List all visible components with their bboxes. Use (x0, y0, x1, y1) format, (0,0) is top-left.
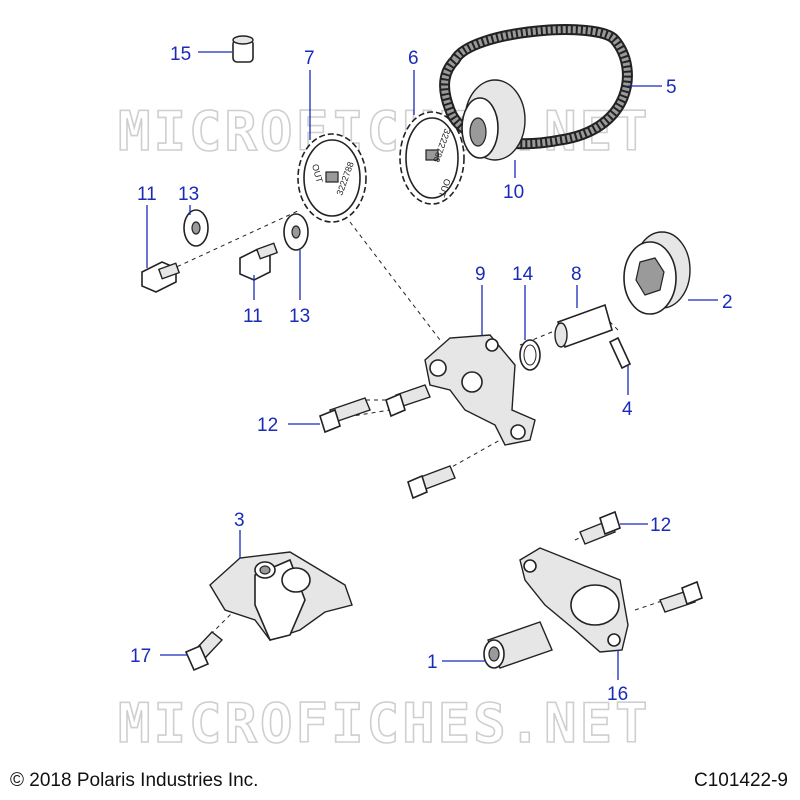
callout-4: 4 (622, 399, 633, 420)
callout-14: 14 (512, 264, 534, 285)
cover-bolt-12d (579, 510, 621, 545)
housing-bolt-12c (407, 465, 456, 500)
housing-bolt-12b (385, 384, 431, 418)
callout-13-left: 13 (178, 184, 199, 205)
callout-9: 9 (475, 264, 486, 285)
copyright-notice: © 2018 Polaris Industries Inc. (10, 770, 259, 791)
callout-12-right: 12 (650, 515, 671, 536)
callout-8: 8 (571, 264, 582, 285)
flange-bolt-11b (239, 242, 279, 281)
callout-labels: 15 7 6 5 10 11 13 11 13 9 14 8 2 4 12 12… (130, 44, 733, 705)
callout-3: 3 (234, 510, 245, 531)
o-ring-14 (519, 339, 541, 371)
flange-bolt-11a (141, 261, 181, 293)
pump-rotor-2 (623, 231, 691, 315)
tensioner-bolt-17 (184, 631, 224, 672)
tensioner-housing-3 (209, 551, 353, 641)
oil-pump-housing-9 (424, 334, 536, 446)
callout-11-right: 11 (243, 306, 263, 327)
tensioner-cover-16 (519, 547, 629, 653)
dowel-pin-15 (232, 35, 254, 63)
sprocket-7-side-marking: OUT (310, 163, 325, 184)
callout-1: 1 (427, 652, 438, 673)
callout-10: 10 (503, 182, 524, 203)
callout-11-left: 11 (137, 184, 157, 205)
pump-shaft-8 (554, 303, 613, 349)
callout-7: 7 (304, 48, 315, 69)
cover-bolt-12e (659, 580, 703, 613)
callout-2: 2 (722, 292, 733, 313)
drive-pin-4 (608, 336, 632, 370)
callout-13-right: 13 (289, 306, 310, 327)
callout-17: 17 (130, 646, 151, 667)
housing-bolt-12a (319, 397, 371, 434)
callout-6: 6 (408, 48, 419, 69)
chain-roller-10 (461, 79, 526, 161)
callout-5: 5 (666, 77, 677, 98)
washer-13b (283, 213, 309, 251)
sprocket-6: 3222788 OUT (399, 111, 465, 205)
chain-5 (439, 24, 633, 150)
drawing-id: C101422-9 (693, 770, 788, 791)
callout-leaders (146, 51, 718, 680)
callout-16: 16 (607, 684, 628, 705)
watermark-bottom: MICROFICHES.NET (118, 692, 651, 755)
tensioner-plunger-1 (483, 621, 553, 669)
washer-13a (183, 209, 209, 247)
callout-12-left: 12 (257, 415, 278, 436)
callout-15: 15 (170, 44, 191, 65)
sprocket-7: 3222788 OUT (297, 133, 367, 223)
watermark-top: MICROFICHES.NET (118, 100, 651, 163)
